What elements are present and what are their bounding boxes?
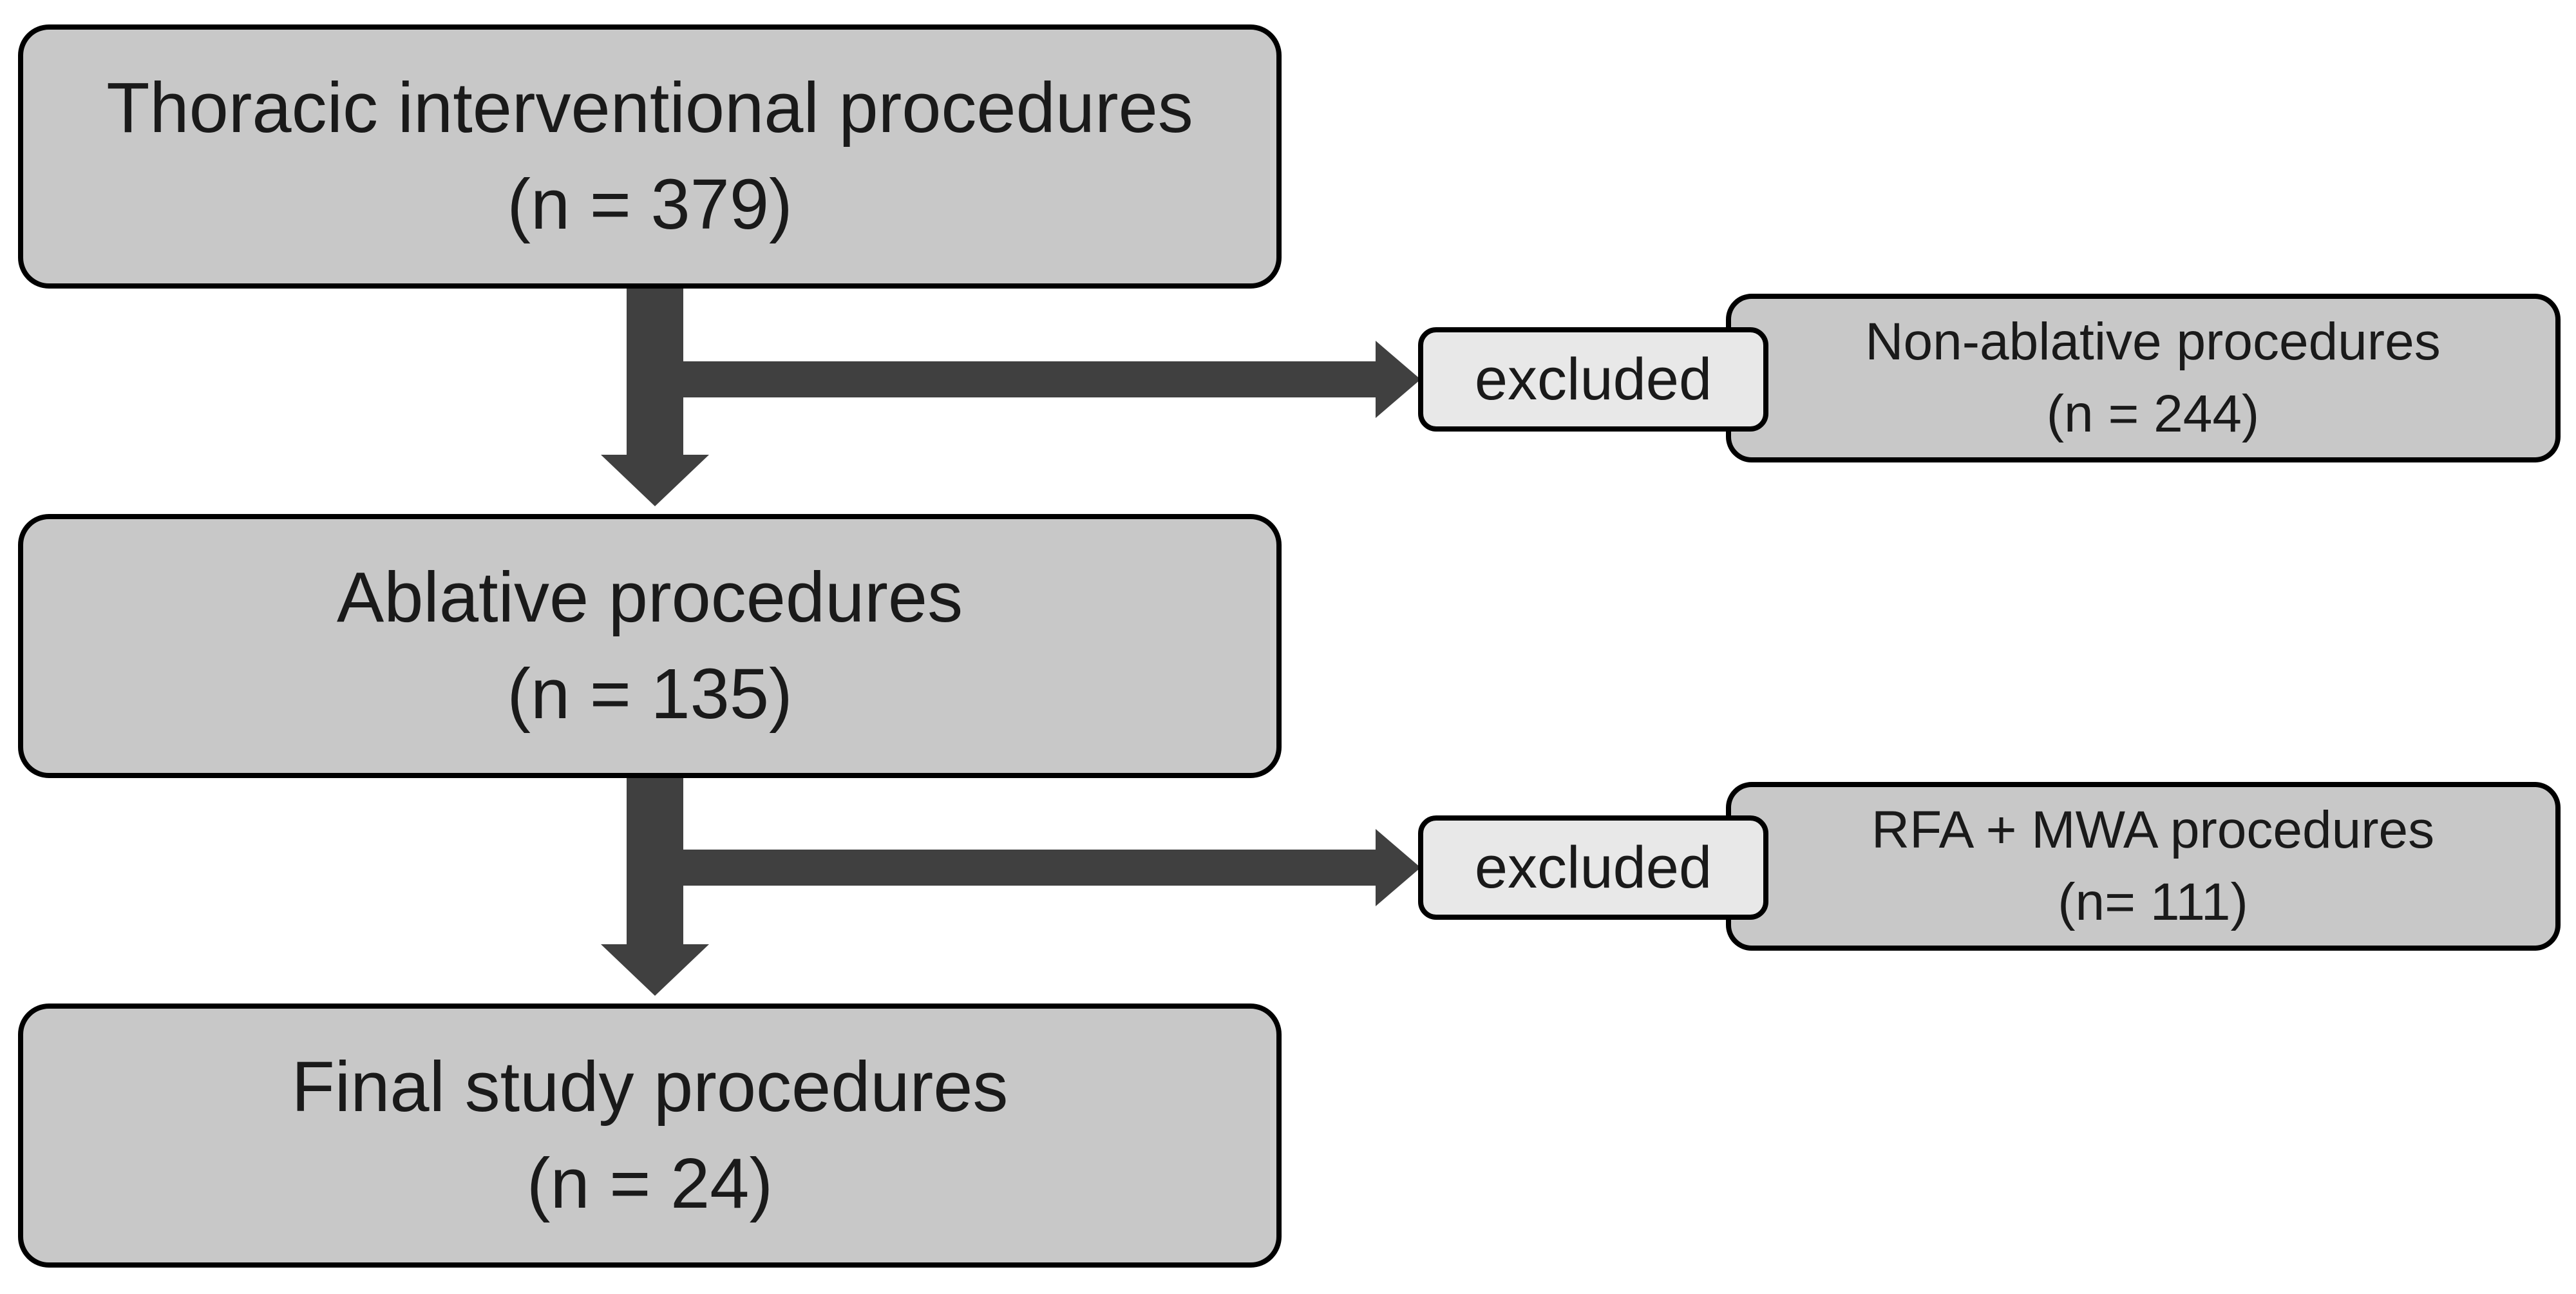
ablative-procedures-title: Ablative procedures: [336, 558, 963, 637]
final-procedures-box: Final study procedures (n = 24): [18, 1004, 1282, 1268]
total-procedures-count: (n = 379): [507, 165, 793, 244]
non-ablative-excluded-box: Non-ablative procedures (n = 244): [1726, 294, 2561, 462]
final-procedures-title: Final study procedures: [291, 1047, 1009, 1127]
final-procedures-count: (n = 24): [526, 1144, 773, 1223]
down-arrow-2: [601, 777, 709, 996]
branch-arrow-2: [683, 829, 1421, 906]
ablative-procedures-count: (n = 135): [507, 654, 793, 734]
total-procedures-box: Thoracic interventional procedures (n = …: [18, 24, 1282, 289]
non-ablative-title: Non-ablative procedures: [1865, 312, 2441, 371]
excluded-tag-2: excluded: [1418, 815, 1768, 920]
rfa-mwa-title: RFA + MWA procedures: [1871, 801, 2435, 859]
down-arrow-1: [601, 287, 709, 506]
total-procedures-title: Thoracic interventional procedures: [106, 68, 1193, 147]
non-ablative-count: (n = 244): [2046, 385, 2260, 443]
rfa-mwa-excluded-box: RFA + MWA procedures (n= 111): [1726, 782, 2561, 951]
excluded-tag-1: excluded: [1418, 327, 1768, 432]
ablative-procedures-box: Ablative procedures (n = 135): [18, 514, 1282, 778]
branch-arrow-1: [683, 341, 1421, 418]
rfa-mwa-count: (n= 111): [2058, 873, 2248, 931]
